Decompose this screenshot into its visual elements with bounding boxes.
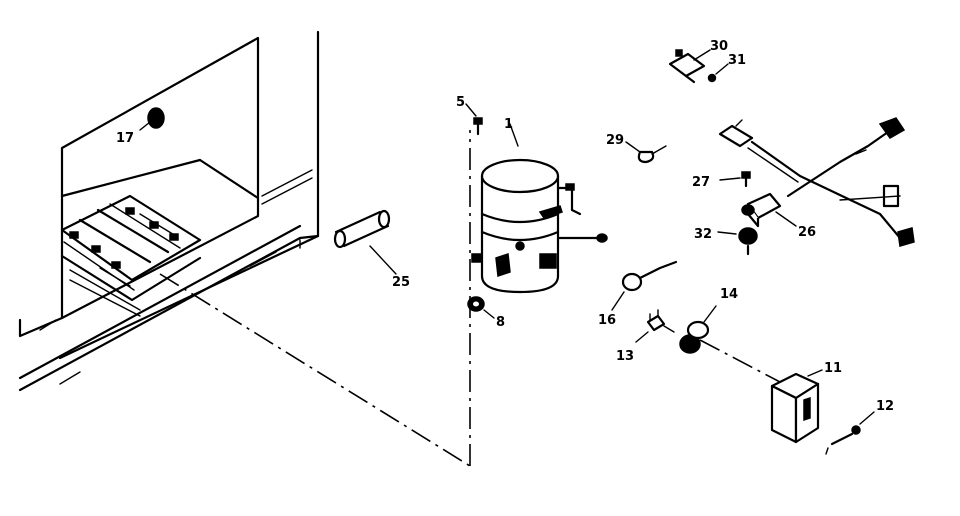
- label-30: 30: [710, 39, 728, 54]
- part-27-screw: [719, 171, 751, 188]
- part-8-grommet: [467, 296, 495, 319]
- label-12: 12: [876, 399, 894, 414]
- part-14-bushing: [679, 305, 717, 354]
- label-5: 5: [456, 95, 465, 110]
- part-29-clip: [625, 141, 667, 164]
- part-26-relay: [741, 192, 797, 228]
- part-17-grommet: [139, 107, 165, 131]
- label-14: 14: [720, 287, 738, 302]
- part-25-tube: [333, 209, 397, 275]
- part-13-clip: [635, 309, 675, 343]
- part-16-overload: [611, 260, 678, 311]
- label-27: 27: [692, 175, 710, 190]
- leader-line-compressor: [159, 273, 471, 467]
- part-32-grommet: [717, 227, 758, 256]
- leader-line-cover: [699, 339, 781, 383]
- label-13: 13: [616, 349, 634, 364]
- label-31: 31: [728, 53, 746, 68]
- label-11: 11: [824, 361, 842, 376]
- wiring-harness: [718, 117, 915, 247]
- base-mounting-rails: [60, 194, 202, 317]
- label-26: 26: [798, 225, 816, 240]
- label-25: 25: [392, 275, 410, 290]
- label-29: 29: [606, 133, 624, 148]
- part-5-screw: [465, 103, 483, 136]
- part-31-screw: [707, 63, 729, 83]
- label-16: 16: [598, 313, 616, 328]
- part-30-bracket: [668, 49, 711, 84]
- part-11-terminal-cover: [770, 369, 823, 444]
- label-17: 17: [116, 131, 134, 146]
- part-1-compressor: [471, 123, 608, 294]
- part-12-screw: [825, 411, 875, 455]
- label-32: 32: [694, 227, 712, 242]
- label-1: 1: [504, 117, 513, 132]
- label-8: 8: [496, 315, 505, 330]
- cabinet-body: [18, 30, 320, 392]
